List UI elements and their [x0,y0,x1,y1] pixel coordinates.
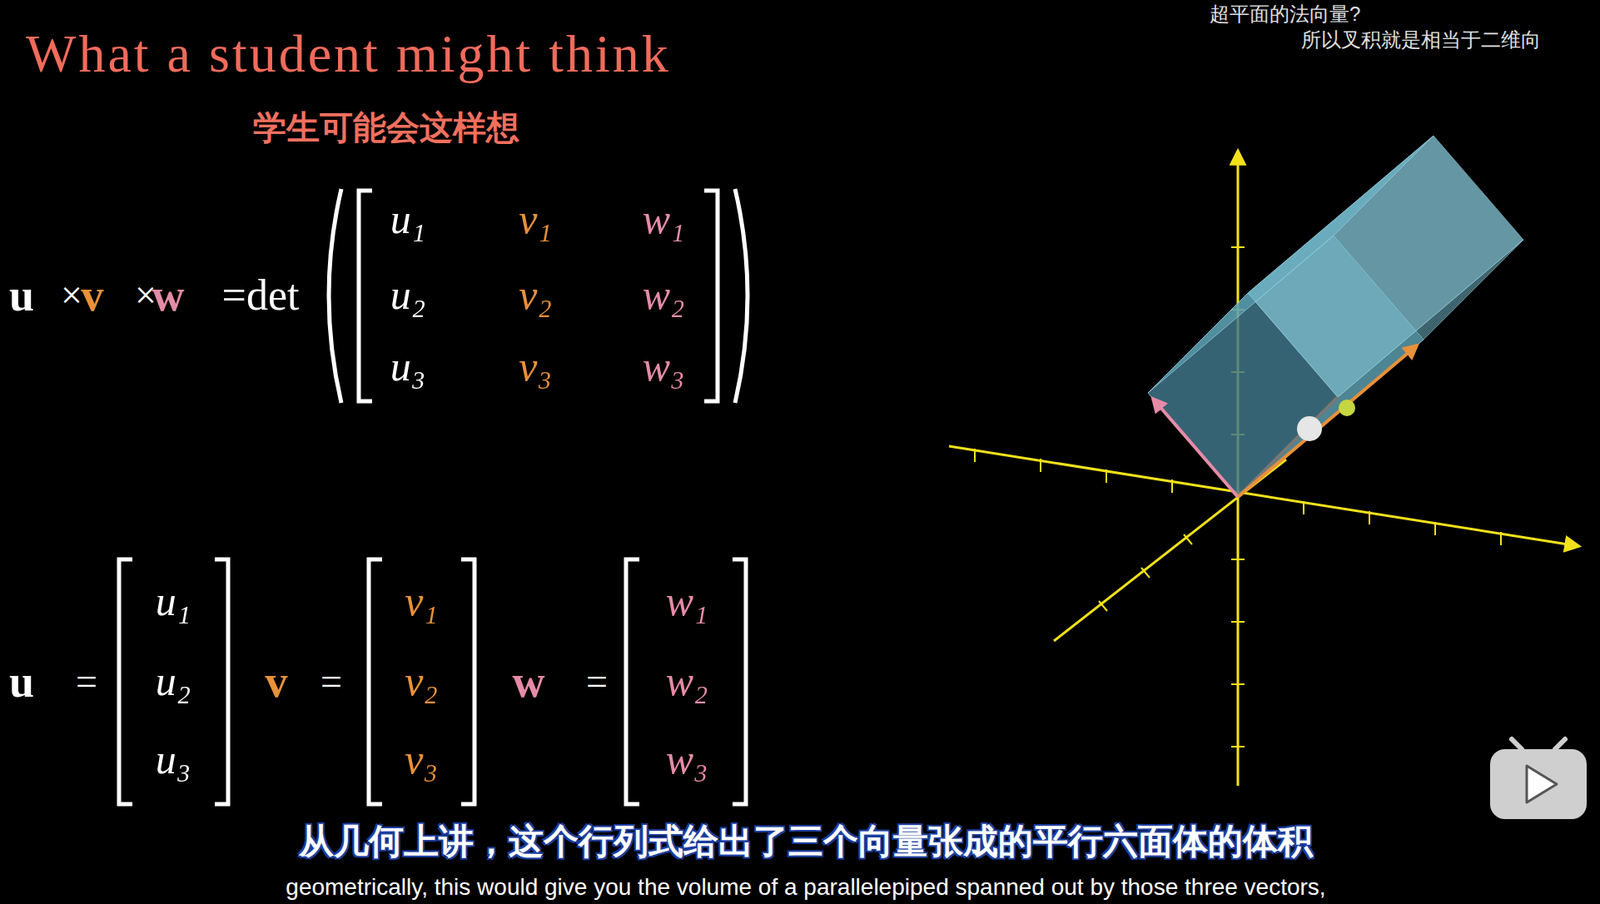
vector-symbol: w⃗ [512,655,581,708]
vector-entry: w₃ [665,735,709,785]
subtitle-text: 学生可能会这样想 [253,108,520,147]
danmaku-comment: 所以叉积就是相当于二维向 [1301,28,1541,52]
player-logo [1490,739,1587,820]
operator: = [75,660,98,705]
operator: × [60,273,83,319]
vector-symbol: v⃗ [80,269,139,322]
parallelepiped [1147,135,1524,497]
matrix-entry: u₂ [390,271,426,320]
caption-subtitle: geometrically, this would give you the v… [285,874,1326,901]
matrix-entry: u₃ [390,342,426,392]
vector-entry: u₁ [155,577,191,627]
operator: = [320,660,343,705]
vector-brackets [119,559,746,805]
basis-vectors [1152,345,1417,497]
matrix-entry: w₂ [642,271,686,320]
operator: = [586,660,608,705]
matrix-entry: v₂ [518,271,552,320]
vector-symbol: w⃗ [152,269,220,322]
vector-symbol: u⃗ [9,655,70,708]
matrix-entry: v₃ [518,342,552,392]
danmaku-comment: 超平面的法向量? [1209,2,1361,26]
vector-entry: v₃ [404,735,438,785]
title: What a student might think [25,23,671,85]
vector-entry: v₁ [404,577,438,627]
caption-subtitle: 从几何上讲，这个行列式给出了三个向量张成的平行六面体的体积 [298,821,1313,862]
vector-entry: u₃ [155,735,191,785]
matrix-brackets [328,188,748,403]
matrix-entry: w₁ [642,195,686,244]
vector-symbol: v⃗ [264,655,323,708]
operator: =det [222,270,300,321]
vector-entry: u₂ [155,657,191,706]
vector-entry: w₁ [665,577,709,627]
matrix-entry: w₃ [642,342,686,392]
vector-symbol: u⃗ [9,269,70,322]
matrix-entry: v₁ [518,195,552,244]
vector-entry: v₂ [404,657,438,706]
vector-entry: w₂ [665,657,709,706]
matrix-entry: u₁ [390,195,426,244]
